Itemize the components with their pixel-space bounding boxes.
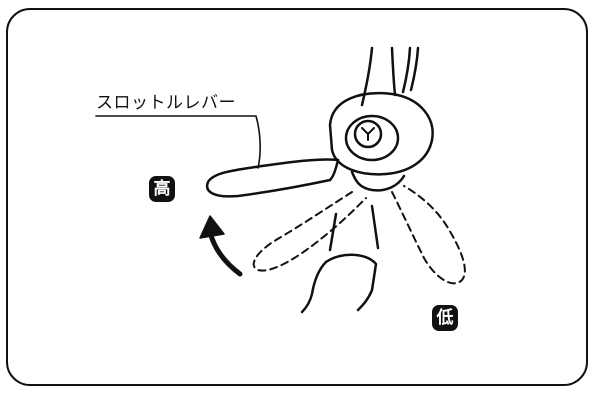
adjuster-knob — [353, 119, 383, 149]
throttle-lever-low-dashed — [391, 185, 466, 285]
rotation-arrow-head — [199, 215, 225, 239]
callout-leader-line — [95, 115, 261, 169]
throttle-lever-solid — [205, 158, 340, 198]
diagram-frame — [6, 8, 588, 386]
throttle-lever-middle-dashed — [252, 191, 367, 272]
rotation-arrow-shaft — [207, 229, 243, 277]
housing-stem — [350, 170, 406, 192]
throttle-housing — [328, 91, 434, 176]
throttle-lever-label: スロットルレバー — [96, 93, 236, 113]
low-speed-badge: 低 — [432, 305, 458, 331]
adjuster-knob-mark — [361, 127, 375, 141]
handlebar-tubes — [360, 46, 420, 107]
housing-boss — [344, 114, 400, 162]
high-speed-badge: 高 — [149, 176, 175, 202]
handle-grip — [324, 253, 378, 312]
